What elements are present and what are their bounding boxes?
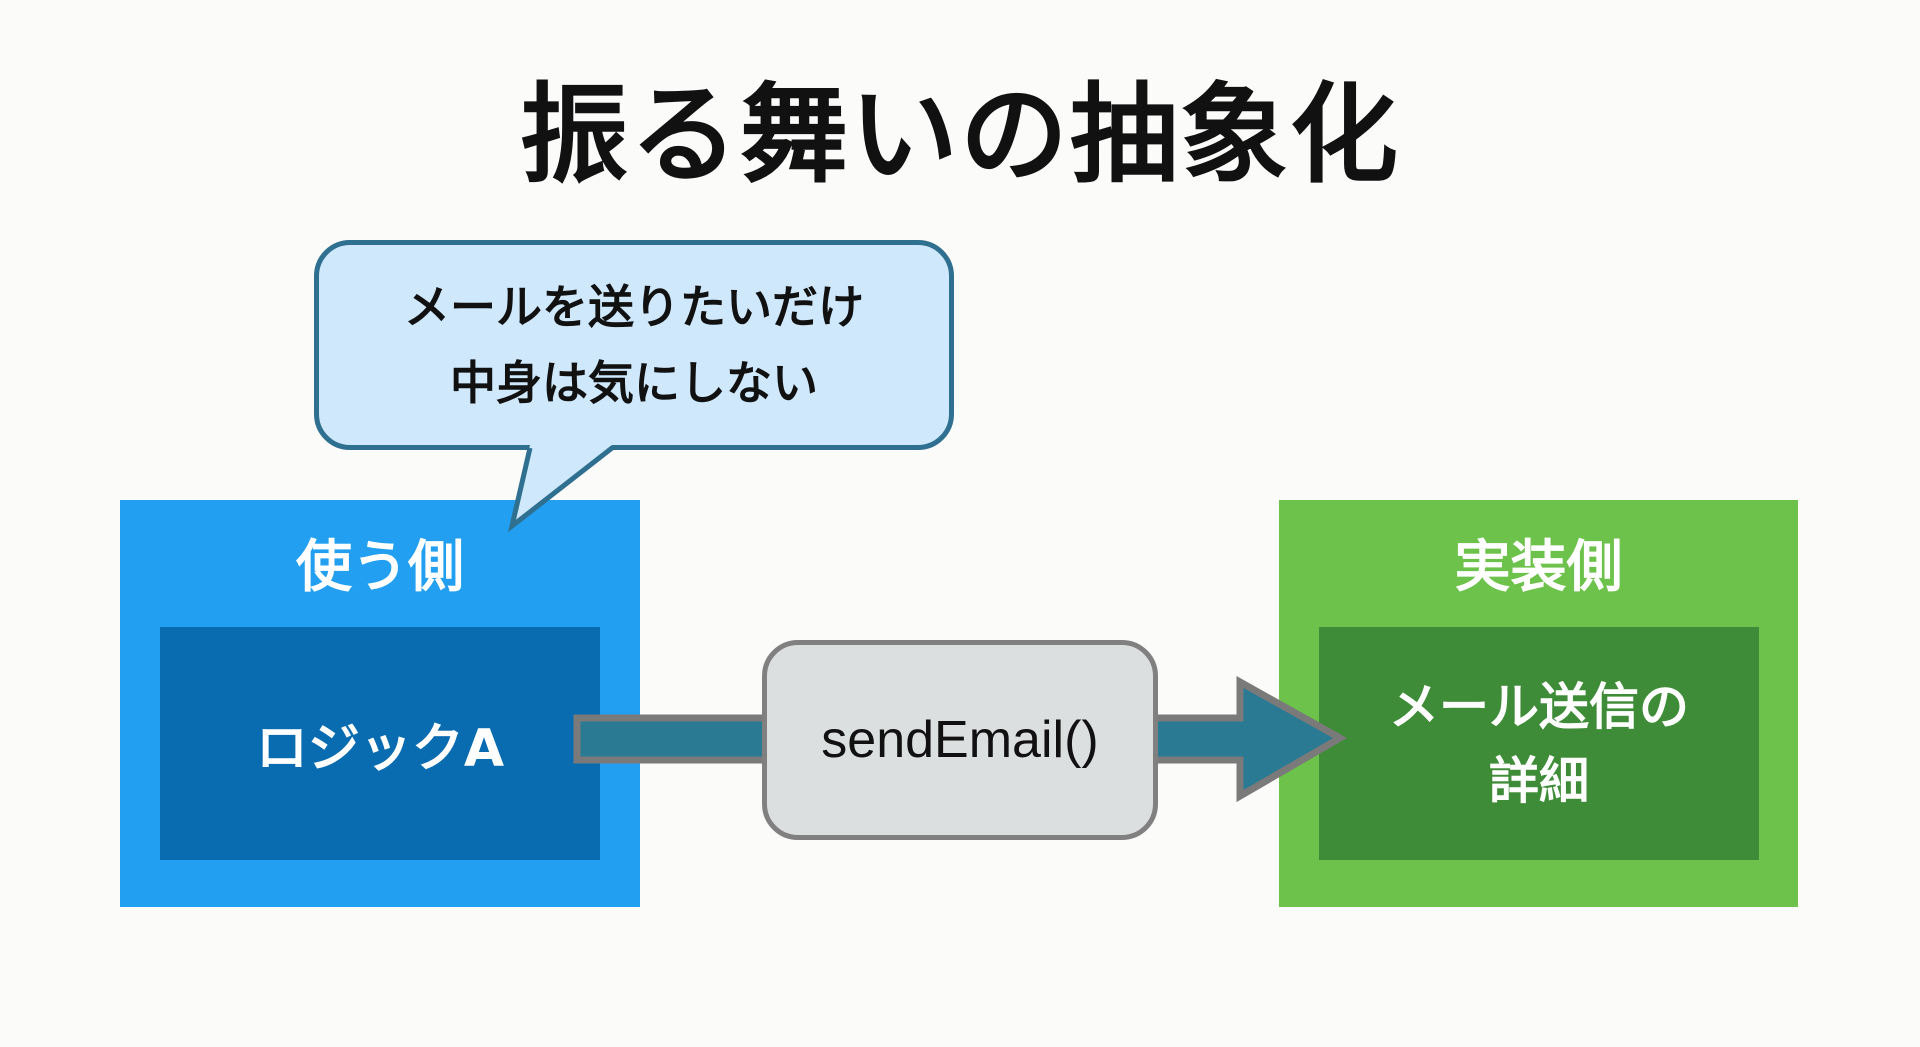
page-title: 振る舞いの抽象化 — [519, 73, 1400, 198]
impl-side-box: 実装側 メール送信の 詳細 — [1279, 500, 1798, 907]
interface-label: sendEmail() — [821, 711, 1099, 769]
impl-side-label: 実装側 — [1454, 535, 1623, 600]
logic-a-label: ロジックA — [255, 719, 505, 779]
speech-bubble: メールを送りたいだけ 中身は気にしない — [314, 240, 954, 450]
interface-box: sendEmail() — [762, 640, 1158, 840]
email-detail-box: メール送信の 詳細 — [1319, 627, 1759, 860]
email-detail-line-2: 詳細 — [1489, 751, 1589, 810]
bubble-line-1: メールを送りたいだけ — [404, 280, 864, 334]
user-side-box: 使う側 ロジックA — [120, 500, 640, 907]
bubble-line-2: 中身は気にしない — [450, 356, 818, 410]
user-side-label: 使う側 — [296, 535, 464, 600]
email-detail-line-1: メール送信の — [1389, 677, 1689, 736]
logic-a-box: ロジックA — [160, 627, 600, 860]
